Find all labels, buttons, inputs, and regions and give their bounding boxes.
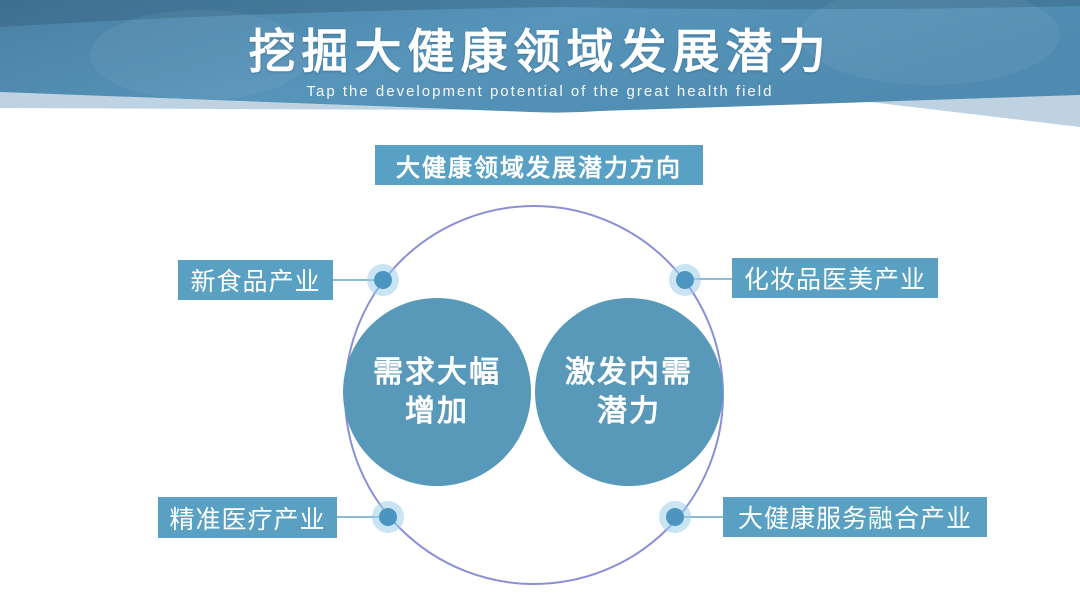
header-wave-sliver-left [0, 92, 470, 110]
branch-label-new-food-industry: 新食品产业 [178, 260, 333, 300]
center-node-text-line: 需求大幅 [373, 356, 501, 389]
header-top-accent [0, 0, 1080, 27]
header-texture-blob [90, 10, 310, 100]
center-node-text-line: 潜力 [597, 395, 661, 428]
header-wave-sliver-right [870, 95, 1080, 127]
branch-label-health-service-integration: 大健康服务融合产业 [723, 497, 987, 537]
center-node-potential: 激发内需 潜力 [535, 298, 723, 486]
section-banner: 大健康领域发展潜力方向 [375, 145, 703, 185]
header-wave-graphic [0, 0, 1080, 127]
center-node-demand: 需求大幅 增加 [343, 298, 531, 486]
page-subtitle: Tap the development potential of the gre… [306, 83, 774, 100]
connector-line-top-right [686, 278, 732, 280]
header-texture-blob [800, 0, 1060, 85]
connector-dot-top-left [374, 271, 392, 289]
connector-dot-bottom-left [379, 508, 397, 526]
center-node-text-line: 激发内需 [565, 356, 693, 389]
connector-line-bottom-right [676, 516, 723, 518]
connector-dot-top-right [676, 271, 694, 289]
branch-label-cosmetics-medical-beauty: 化妆品医美产业 [732, 258, 938, 298]
connector-line-bottom-left [337, 516, 389, 518]
connector-dot-bottom-right [666, 508, 684, 526]
branch-label-precision-medicine: 精准医疗产业 [158, 497, 337, 538]
header-wave-main [0, 0, 1080, 113]
page-title: 挖掘大健康领域发展潜力 [248, 25, 832, 78]
center-node-text-line: 增加 [405, 395, 469, 428]
connector-line-top-left [333, 279, 383, 281]
